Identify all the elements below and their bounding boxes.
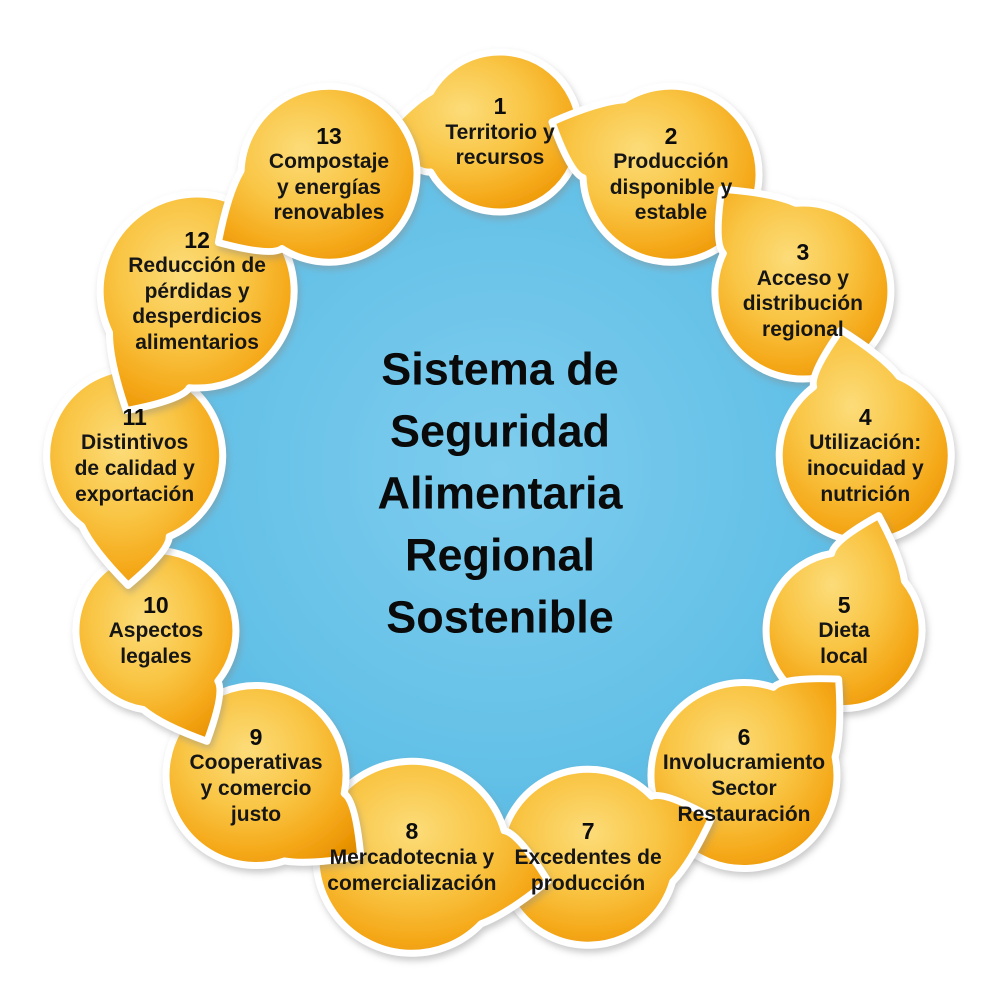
petal-shape-10: [72, 547, 240, 745]
petal-shape-2: [548, 82, 763, 266]
petal-shape-11: [43, 364, 227, 589]
petal-shape-8: [312, 757, 552, 957]
petal-shape-7: [496, 765, 716, 949]
petal-shape-5: [762, 512, 926, 712]
center-circle: [115, 115, 885, 885]
petal-shape-13: [214, 82, 421, 266]
petal-shape-4: [775, 326, 955, 546]
petal-shape-9: [162, 682, 365, 869]
